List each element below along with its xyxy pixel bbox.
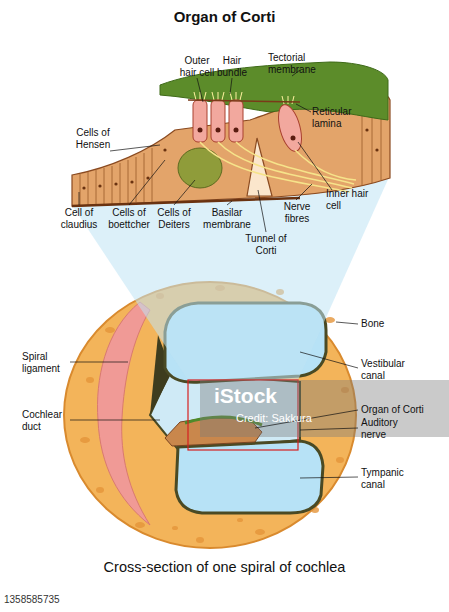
- part-label: Cell of claudius: [56, 207, 102, 230]
- part-label: Auditory nerve: [361, 417, 421, 440]
- leader-line: [70, 362, 128, 363]
- watermark-text: 1358585735: [4, 594, 124, 606]
- bone-pore: [196, 537, 204, 543]
- part-label: Bone: [361, 318, 421, 330]
- nucleus: [198, 128, 203, 133]
- cell-wall: [80, 174, 81, 205]
- part-label: Cochlear duct: [22, 409, 72, 432]
- nerve-fibre: [200, 142, 350, 192]
- nucleus: [146, 176, 149, 179]
- bone-pore: [336, 457, 344, 463]
- cell-wall: [96, 170, 97, 204]
- spiral-ligament: [97, 302, 150, 525]
- hair-bundle: [282, 96, 294, 104]
- part-label: Organ of Corti: [361, 404, 449, 416]
- deiters-cells: [178, 148, 222, 188]
- leader-line: [197, 78, 203, 102]
- nucleus: [82, 186, 85, 189]
- part-label: Outer hair cell: [175, 55, 219, 78]
- cell-wall: [88, 172, 89, 205]
- part-label: Tunnel of Corti: [240, 233, 292, 256]
- zoom-projection: [72, 175, 390, 380]
- cell-wall: [144, 153, 145, 202]
- leader-line: [258, 190, 266, 232]
- bone-pore: [237, 518, 243, 522]
- leader-line: [296, 184, 312, 200]
- nucleus: [163, 148, 166, 151]
- nucleus: [216, 128, 221, 133]
- leader-line: [336, 322, 358, 324]
- cell-wall: [104, 168, 105, 204]
- reticular-lamina: [188, 100, 300, 102]
- leader-line: [296, 104, 311, 112]
- bone-pore: [80, 437, 90, 443]
- part-label: Reticular lamina: [312, 106, 362, 129]
- nucleus: [234, 128, 239, 133]
- bone-pore: [135, 522, 145, 528]
- nerve-fibres: [200, 142, 356, 192]
- part-label: Cells of Hensen: [70, 127, 116, 150]
- part-label: Tympanic canal: [361, 467, 425, 490]
- cell-wall: [120, 163, 121, 203]
- nerve-fibre: [218, 142, 352, 188]
- bone-pore: [96, 487, 104, 493]
- nerve-fibre: [236, 142, 354, 184]
- nucleus: [291, 136, 296, 141]
- tympanic-canal: [176, 441, 323, 513]
- basilar-membrane: [72, 198, 300, 206]
- nucleus: [375, 148, 378, 151]
- cell-wall: [128, 160, 129, 203]
- hair-bundle: [194, 92, 206, 100]
- hair-cell-nuclei: [198, 128, 239, 133]
- part-label: Cells of Deiters: [151, 207, 197, 230]
- part-label: Inner hair cell: [326, 188, 370, 211]
- outer-hair-cell: [193, 100, 207, 142]
- leader-line: [79, 192, 80, 205]
- hair-bundle: [212, 92, 224, 100]
- cell-wall: [152, 148, 153, 202]
- leader-line: [227, 201, 232, 205]
- outer-hair-cell: [211, 100, 225, 142]
- nucleus: [365, 128, 368, 131]
- outer-hair-cells: [193, 100, 243, 142]
- claudius-cells: [80, 90, 381, 205]
- cell-wall: [136, 157, 137, 202]
- part-label: Spiral ligament: [22, 351, 72, 374]
- bone-pore: [86, 377, 94, 383]
- leader-line: [110, 145, 160, 151]
- leader-line: [230, 78, 232, 94]
- part-label: Nerve fibres: [278, 201, 316, 224]
- watermark-text: Credit: Sakkura: [236, 412, 356, 425]
- leader-line: [300, 352, 358, 368]
- bone-pore: [172, 526, 178, 530]
- leader-line: [298, 142, 332, 190]
- nucleus: [114, 182, 117, 185]
- outer-hair-cell: [229, 100, 243, 142]
- leader-line: [70, 420, 160, 421]
- nucleus: [130, 180, 133, 183]
- hair-bundle: [230, 92, 242, 100]
- leader-line: [300, 428, 358, 430]
- part-label: Basilar membrane: [199, 207, 255, 230]
- leader-line: [174, 180, 195, 205]
- part-label: Cells of boettcher: [102, 207, 156, 230]
- watermark-text: iStock: [214, 384, 324, 408]
- part-label: Vestibular canal: [361, 358, 425, 381]
- diagram-caption: Cross-section of one spiral of cochlea: [0, 559, 449, 575]
- tunnel-of-corti: [247, 138, 272, 196]
- leader-line: [300, 477, 358, 478]
- diagram-title: Organ of Corti: [0, 8, 449, 25]
- nucleus: [98, 184, 101, 187]
- cell-wall: [112, 166, 113, 204]
- nerve-fibre: [295, 150, 356, 180]
- bone-pore: [105, 327, 115, 333]
- part-label: Tectorial membrane: [268, 52, 328, 75]
- leader-line: [129, 160, 165, 205]
- leader-lines: [70, 70, 358, 478]
- part-label: Hair bundle: [214, 55, 250, 78]
- watermark-band: [200, 380, 449, 437]
- bone-pore: [255, 529, 265, 535]
